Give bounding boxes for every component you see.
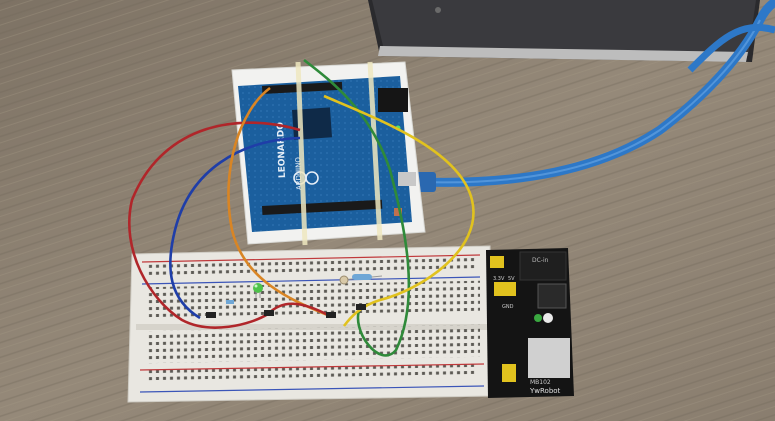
board-brand-label: ARDUINO: [294, 156, 303, 190]
orange-jumper-wire: [227, 86, 331, 318]
wire-plug: [326, 312, 336, 318]
usb-cable-loop: [687, 23, 775, 73]
label-3v3: 3.3V: [493, 276, 505, 282]
board-name-label: LEONARDO: [276, 121, 288, 178]
dc-in-label: DC-in: [532, 257, 549, 264]
module-model-label: MB102: [530, 379, 551, 386]
rubber-band: [295, 61, 308, 246]
blue-jumper-wire: [169, 136, 301, 320]
arduino-board: LEONARDO ARDUINO: [238, 76, 416, 232]
module-brand-label: YwRobot: [529, 387, 561, 395]
small-resistor: [226, 300, 234, 304]
power-supply-module: DC-in 3.3V 5V GND MB102 YwRobot: [486, 248, 574, 398]
wire-plug: [206, 312, 216, 318]
green-jumper-wire: [303, 58, 411, 357]
photoresistor: [339, 275, 349, 285]
wire-plug: [264, 310, 274, 316]
rubber-band: [367, 61, 383, 241]
green-led: [253, 283, 263, 293]
wire-plug: [356, 304, 366, 310]
laptop-device: [368, 0, 760, 62]
yellow-jumper-wire: [323, 94, 475, 327]
red-jumper-wire: [128, 121, 301, 329]
label-gnd: GND: [502, 304, 514, 310]
label-5v: 5V: [508, 276, 515, 282]
resistor: [341, 274, 383, 281]
breadboard: [127, 245, 493, 403]
